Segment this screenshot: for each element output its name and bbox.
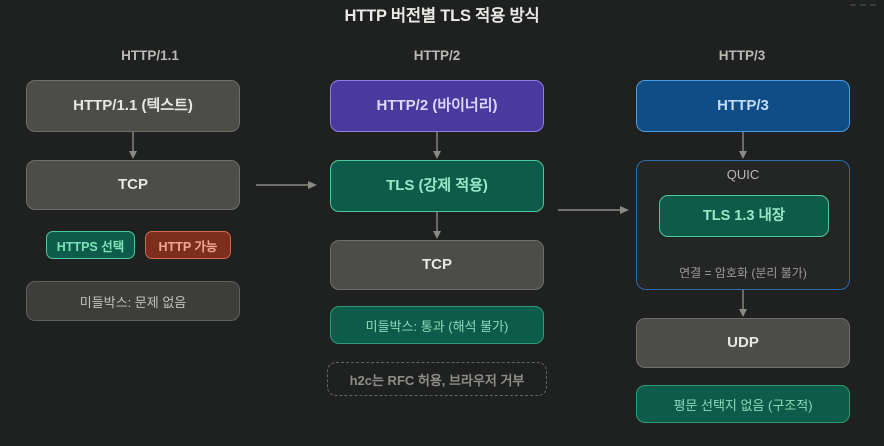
node-quic-tls13[interactable]: TLS 1.3 내장 [659, 195, 829, 237]
column-http11: HTTP/1.1 HTTP/1.1 (텍스트) TCP HTTPS 선택 HTT… [0, 0, 300, 446]
node-http3-udp[interactable]: UDP [636, 318, 850, 368]
kebab-menu-icon[interactable] [850, 1, 876, 8]
column-header-http3: HTTP/3 [718, 48, 766, 63]
note-http3-no-plaintext[interactable]: 평문 선택지 없음 (구조적) [636, 385, 850, 423]
arrow-tls-to-tcp [430, 212, 444, 240]
node-http2-tls[interactable]: TLS (강제 적용) [330, 160, 544, 212]
badge-http-possible[interactable]: HTTP 가능 [145, 231, 231, 259]
column-http2: HTTP/2 HTTP/2 (바이너리) TLS (강제 적용) TCP 미들박… [287, 0, 587, 446]
arrow-tcp-to-quic [558, 203, 630, 217]
node-http2-protocol[interactable]: HTTP/2 (바이너리) [330, 80, 544, 132]
quic-subtext: 연결 = 암호화 (분리 불가) [679, 266, 807, 280]
arrow-http11-to-tcp [126, 132, 140, 160]
quic-label: QUIC [726, 167, 760, 182]
node-http2-tcp[interactable]: TCP [330, 240, 544, 290]
container-quic[interactable]: QUIC TLS 1.3 내장 연결 = 암호화 (분리 불가) [636, 160, 850, 290]
node-http3-protocol[interactable]: HTTP/3 [636, 80, 850, 132]
node-http11-tcp[interactable]: TCP [26, 160, 240, 210]
arrow-quic-to-udp [736, 290, 750, 318]
note-http11-middlebox[interactable]: 미들박스: 문제 없음 [26, 281, 240, 321]
node-http11-protocol[interactable]: HTTP/1.1 (텍스트) [26, 80, 240, 132]
column-header-http11: HTTP/1.1 [121, 48, 179, 63]
arrow-http2-to-tls [430, 132, 444, 160]
page-title: HTTP 버전별 TLS 적용 방식 [344, 7, 540, 25]
column-http3: HTTP/3 HTTP/3 QUIC TLS 1.3 내장 연결 = 암호화 (… [592, 0, 884, 446]
arrow-tcp-to-tls [256, 178, 318, 192]
arrow-http3-to-quic [736, 132, 750, 160]
column-header-http2: HTTP/2 [413, 48, 461, 63]
note-h2c-rfc[interactable]: h2c는 RFC 허용, 브라우저 거부 [327, 362, 547, 396]
badge-https-optional[interactable]: HTTPS 선택 [46, 231, 135, 259]
note-http2-middlebox[interactable]: 미들박스: 통과 (해석 불가) [330, 306, 544, 344]
